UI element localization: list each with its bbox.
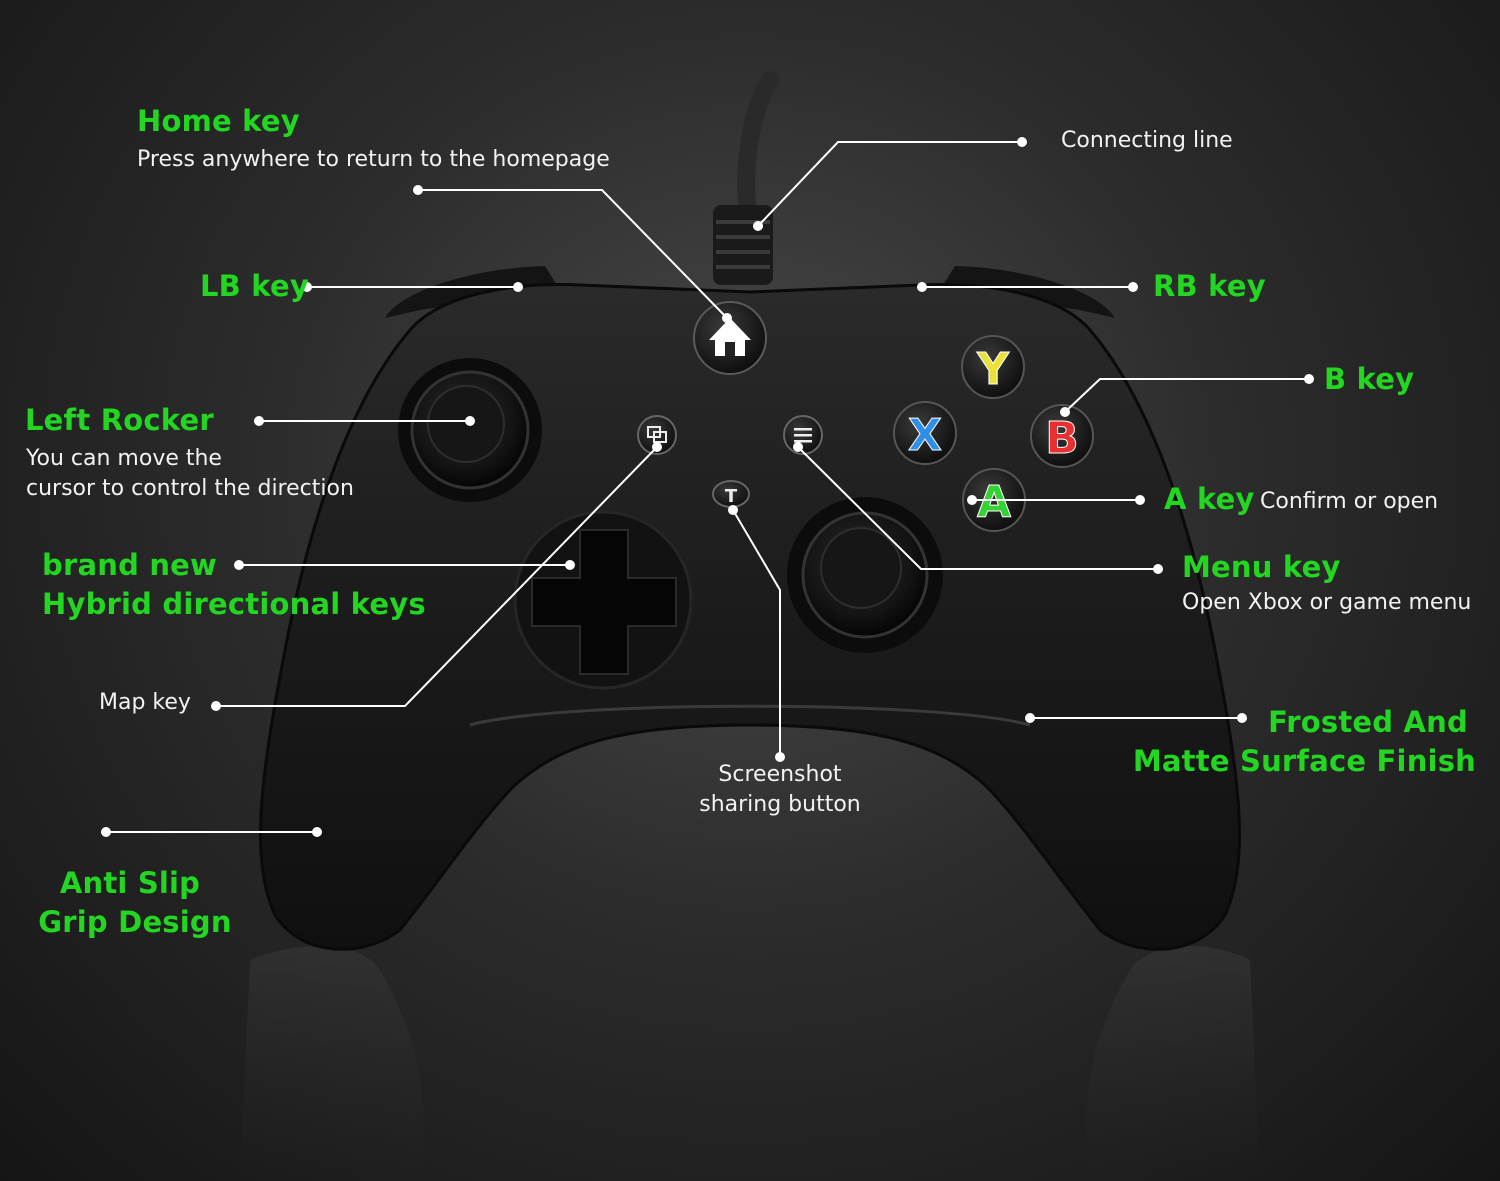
screenshot-button: T [712, 480, 750, 508]
callout-dots [101, 137, 1314, 837]
x-button-glyph: X [908, 410, 942, 461]
left-rocker-title: Left Rocker [25, 403, 214, 437]
screenshot-line2: sharing button [699, 792, 861, 817]
frosted-line2: Matte Surface Finish [1132, 744, 1476, 778]
home-icon [709, 318, 751, 356]
callout-screenshot [732, 509, 781, 757]
lb-key-label: LB key [200, 269, 309, 303]
left-shoulder [385, 266, 560, 318]
left-rocker-desc-2: cursor to control the direction [26, 476, 354, 501]
menu-key-title: Menu key [1182, 550, 1341, 584]
floor-reflection [240, 946, 1260, 1181]
hybrid-keys-line2: Hybrid directional keys [42, 587, 426, 621]
a-button-glyph: A [977, 477, 1011, 528]
menu-key-desc: Open Xbox or game menu [1182, 590, 1472, 615]
connecting-line-label: Connecting line [1061, 128, 1233, 153]
b-button-glyph: B [1045, 413, 1079, 464]
dpad [513, 510, 693, 690]
callout-connecting-line [757, 141, 1022, 227]
x-button: X [893, 401, 957, 465]
screenshot-line1: Screenshot [718, 762, 842, 787]
callout-home [418, 189, 728, 319]
cable-strain-relief [713, 205, 773, 285]
home-button [693, 301, 767, 375]
menu-lines-icon [794, 428, 812, 431]
a-key-desc: Confirm or open [1260, 489, 1439, 514]
map-key-label: Map key [99, 690, 191, 715]
left-rocker-desc-1: You can move the [26, 446, 222, 471]
anti-slip-line1: Anti Slip [59, 866, 201, 900]
anti-slip-line2: Grip Design [38, 905, 232, 939]
frosted-line1: Frosted And [1268, 705, 1468, 739]
callout-b [1064, 378, 1309, 413]
home-key-title: Home key [137, 104, 300, 138]
left-stick [398, 358, 542, 502]
b-button: B [1030, 404, 1094, 468]
callout-menu [797, 446, 1158, 570]
b-key-label: B key [1324, 362, 1415, 396]
right-shoulder [940, 266, 1115, 318]
hybrid-keys-line1: brand new [42, 548, 218, 582]
y-button-glyph: Y [976, 344, 1010, 395]
right-stick [787, 497, 943, 653]
a-key-title: A key [1164, 482, 1255, 516]
rb-key-label: RB key [1153, 269, 1266, 303]
body-highlight [469, 704, 1031, 727]
screenshot-button-glyph: T [725, 486, 738, 507]
home-key-desc: Press anywhere to return to the homepage [137, 147, 610, 172]
y-button: Y [961, 335, 1025, 399]
menu-button [783, 415, 823, 455]
callout-lines [106, 141, 1309, 833]
view-button [637, 415, 677, 455]
callout-map [216, 446, 658, 707]
cable [737, 71, 779, 224]
